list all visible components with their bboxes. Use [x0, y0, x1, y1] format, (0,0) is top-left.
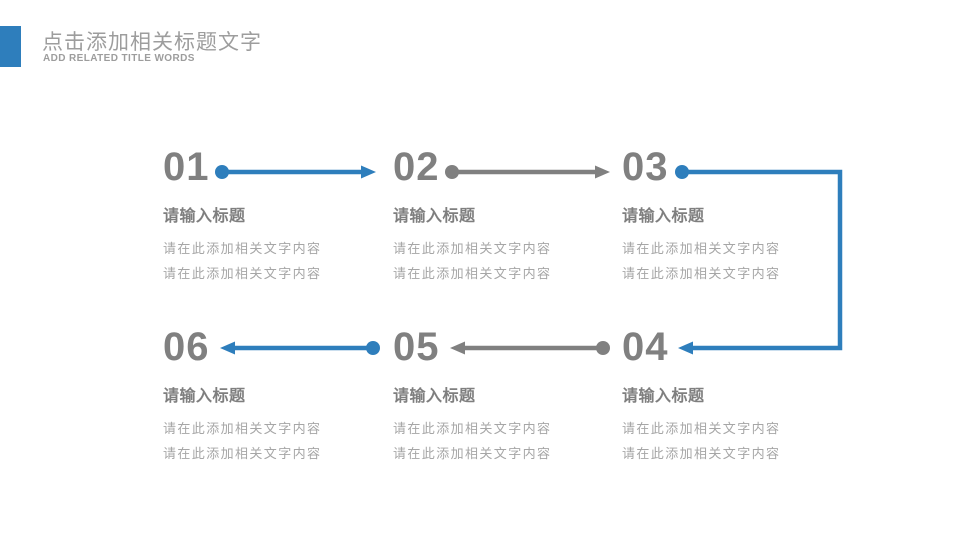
step-06: 06 请输入标题 请在此添加相关文字内容 请在此添加相关文字内容	[163, 327, 393, 466]
slide-subtitle: ADD RELATED TITLE WORDS	[43, 53, 195, 64]
step-title: 请输入标题	[393, 208, 476, 225]
step-body-line: 请在此添加相关文字内容	[393, 421, 552, 436]
step-title: 请输入标题	[393, 388, 476, 405]
step-title: 请输入标题	[163, 388, 246, 405]
step-04: 04 请输入标题 请在此添加相关文字内容 请在此添加相关文字内容	[622, 327, 852, 466]
step-body-line: 请在此添加相关文字内容	[163, 266, 322, 281]
step-number: 05	[393, 325, 440, 369]
step-body-line: 请在此添加相关文字内容	[622, 266, 781, 281]
step-body-line: 请在此添加相关文字内容	[622, 446, 781, 461]
step-number: 06	[163, 325, 210, 369]
slide-title: 点击添加相关标题文字	[42, 31, 262, 54]
header-accent-bar	[0, 26, 21, 67]
step-body-line: 请在此添加相关文字内容	[622, 421, 781, 436]
step-body-line: 请在此添加相关文字内容	[622, 241, 781, 256]
step-number: 04	[622, 325, 669, 369]
step-title: 请输入标题	[622, 208, 705, 225]
step-title: 请输入标题	[622, 388, 705, 405]
step-body-line: 请在此添加相关文字内容	[393, 241, 552, 256]
step-01: 01 请输入标题 请在此添加相关文字内容 请在此添加相关文字内容	[163, 147, 393, 286]
step-05: 05 请输入标题 请在此添加相关文字内容 请在此添加相关文字内容	[393, 327, 623, 466]
step-body-line: 请在此添加相关文字内容	[163, 446, 322, 461]
step-number: 01	[163, 145, 210, 189]
step-body-line: 请在此添加相关文字内容	[393, 446, 552, 461]
step-body-line: 请在此添加相关文字内容	[393, 266, 552, 281]
step-02: 02 请输入标题 请在此添加相关文字内容 请在此添加相关文字内容	[393, 147, 623, 286]
step-03: 03 请输入标题 请在此添加相关文字内容 请在此添加相关文字内容	[622, 147, 852, 286]
step-body-line: 请在此添加相关文字内容	[163, 241, 322, 256]
step-title: 请输入标题	[163, 208, 246, 225]
step-number: 03	[622, 145, 669, 189]
step-body-line: 请在此添加相关文字内容	[163, 421, 322, 436]
step-number: 02	[393, 145, 440, 189]
